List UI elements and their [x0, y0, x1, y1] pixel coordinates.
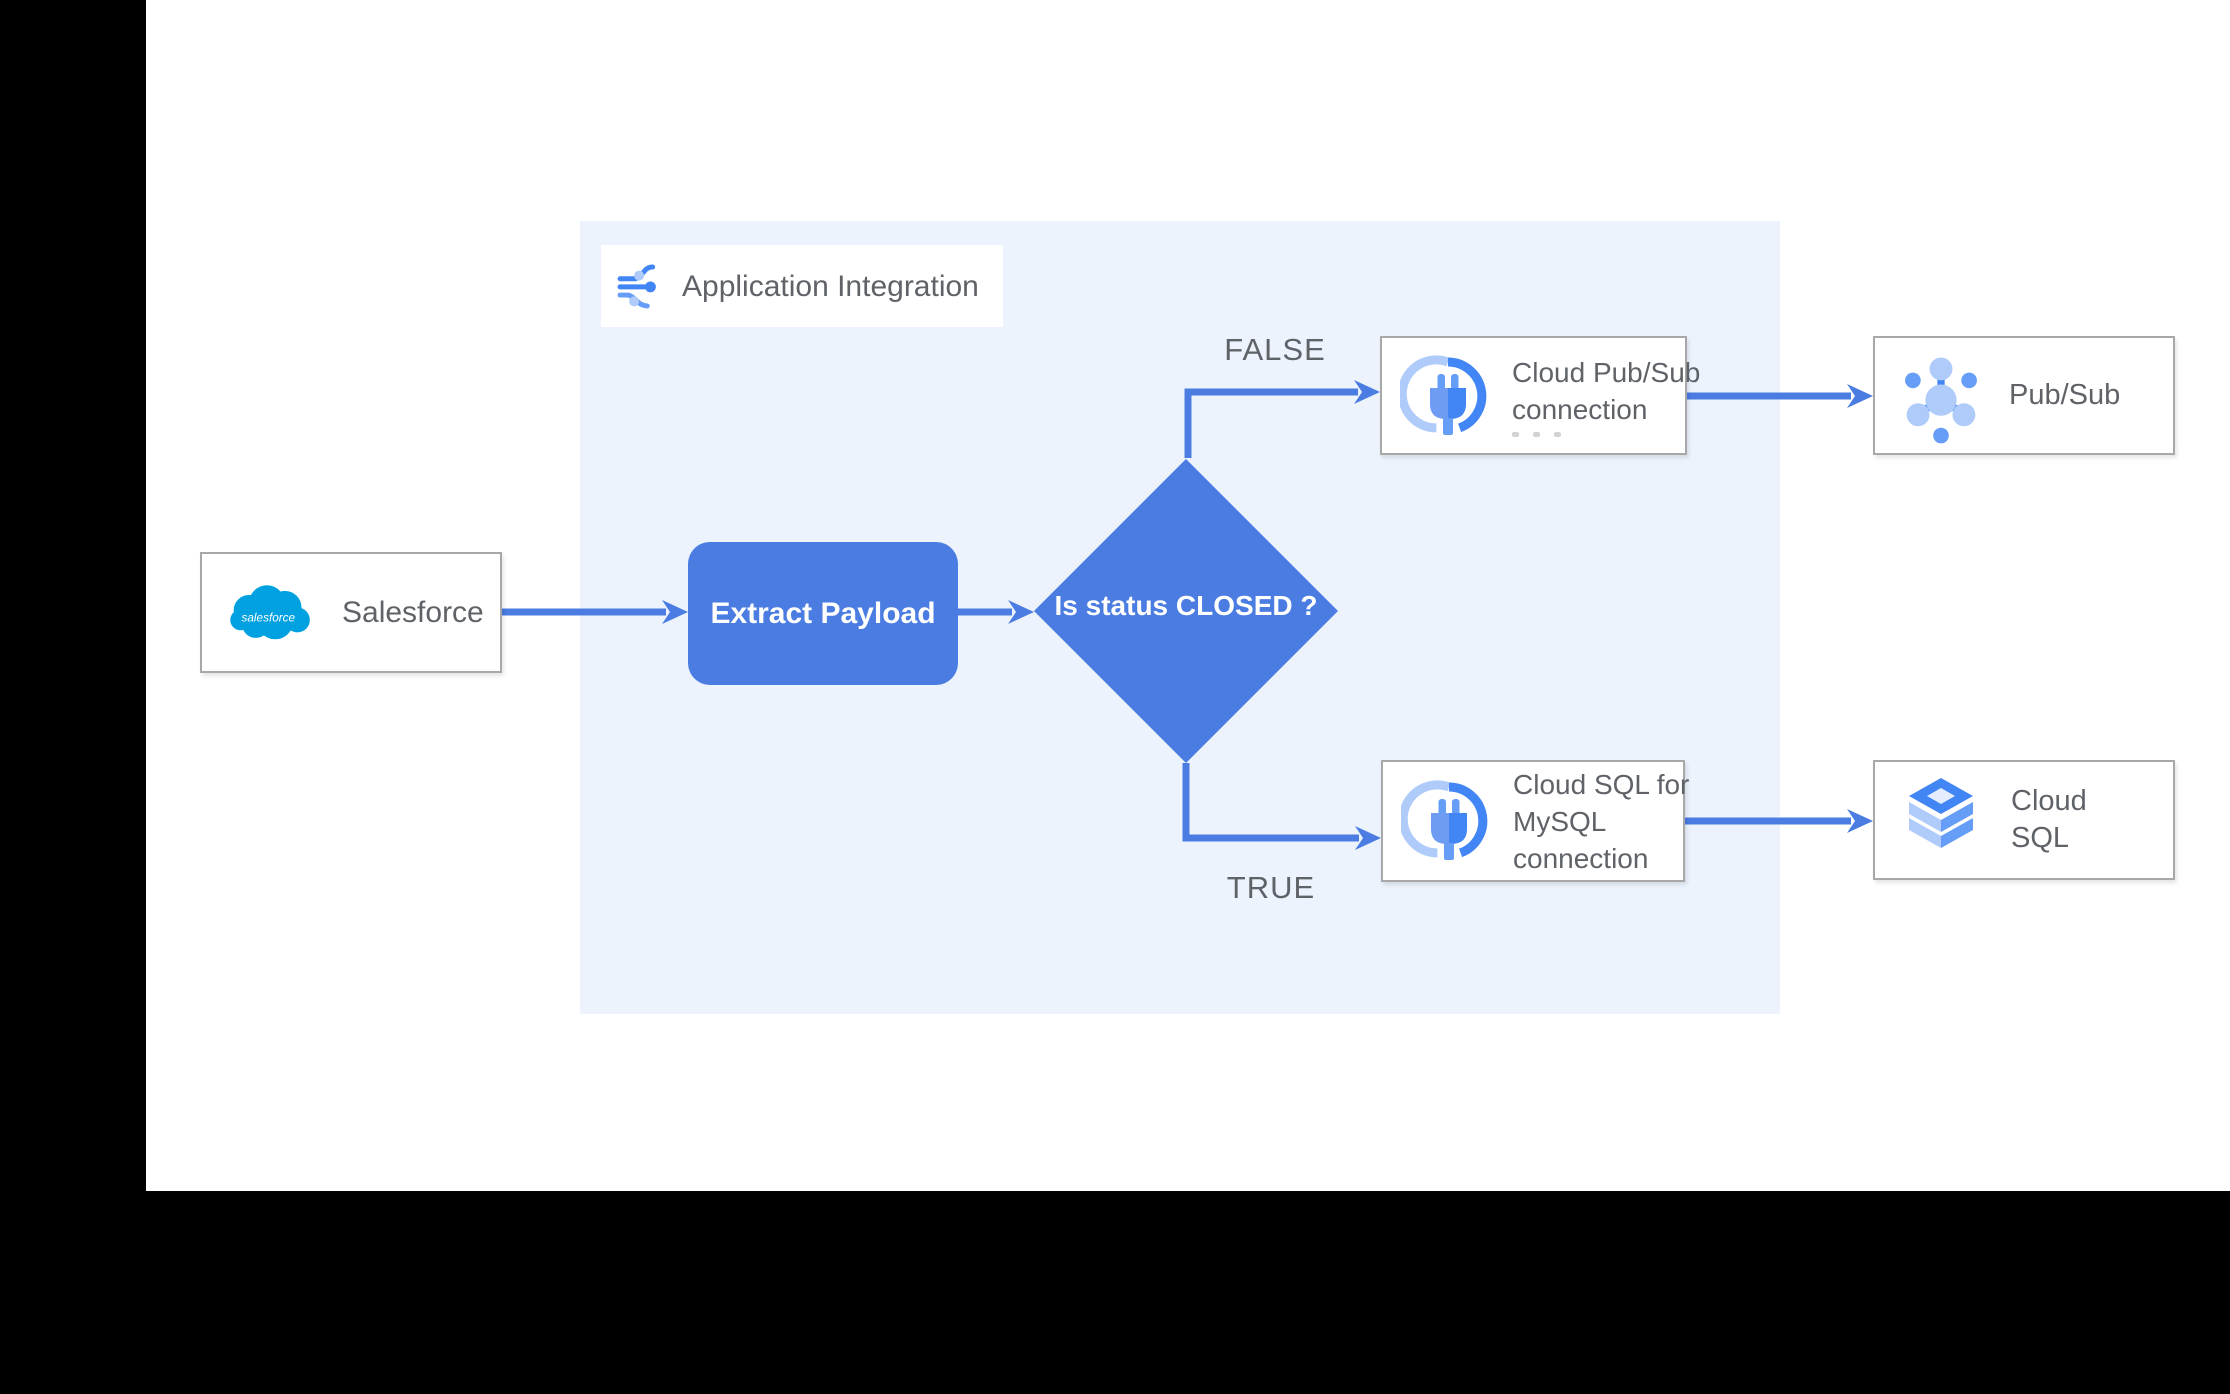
node-salesforce: salesforce Salesforce — [200, 552, 502, 673]
pubsub-label: Pub/Sub — [2009, 379, 2121, 411]
node-cloudsql: Cloud SQL — [1873, 760, 2175, 880]
application-integration-chip: Application Integration — [601, 245, 1003, 327]
application-integration-title: Application Integration — [682, 269, 979, 303]
salesforce-logo-icon: salesforce — [224, 581, 314, 645]
pubsub-connection-label: Cloud Pub/Sub connection — [1512, 354, 1700, 437]
node-pubsub: Pub/Sub — [1873, 336, 2175, 455]
decision-label: Is status CLOSED ? — [1054, 590, 1318, 621]
extract-payload-label: Extract Payload — [710, 596, 936, 630]
arrowhead — [1847, 809, 1873, 833]
connector-plug-icon — [1401, 773, 1497, 869]
node-cloudsql-connection: Cloud SQL for MySQL connection — [1381, 760, 1689, 882]
cloudsql-connection-label: Cloud SQL for MySQL connection — [1513, 768, 1690, 874]
connector-plug-icon — [1400, 348, 1496, 444]
cloudsql-label: Cloud SQL — [2011, 785, 2087, 854]
pubsub-icon — [1891, 346, 1991, 446]
false-branch-label: FALSE — [1224, 332, 1326, 367]
bottom-black-strip — [0, 1191, 2230, 1394]
cloudsql-icon — [1893, 772, 1989, 868]
node-pubsub-connection: Cloud Pub/Sub connection — [1380, 336, 1700, 455]
svg-text:salesforce: salesforce — [242, 611, 296, 624]
application-integration-icon — [611, 257, 669, 315]
node-extract-payload: Extract Payload — [688, 542, 958, 685]
arrowhead — [1847, 384, 1873, 408]
left-black-strip — [0, 0, 146, 1394]
true-branch-label: TRUE — [1226, 870, 1316, 905]
salesforce-label: Salesforce — [342, 596, 484, 629]
truncated-text-dots — [1512, 432, 1700, 437]
